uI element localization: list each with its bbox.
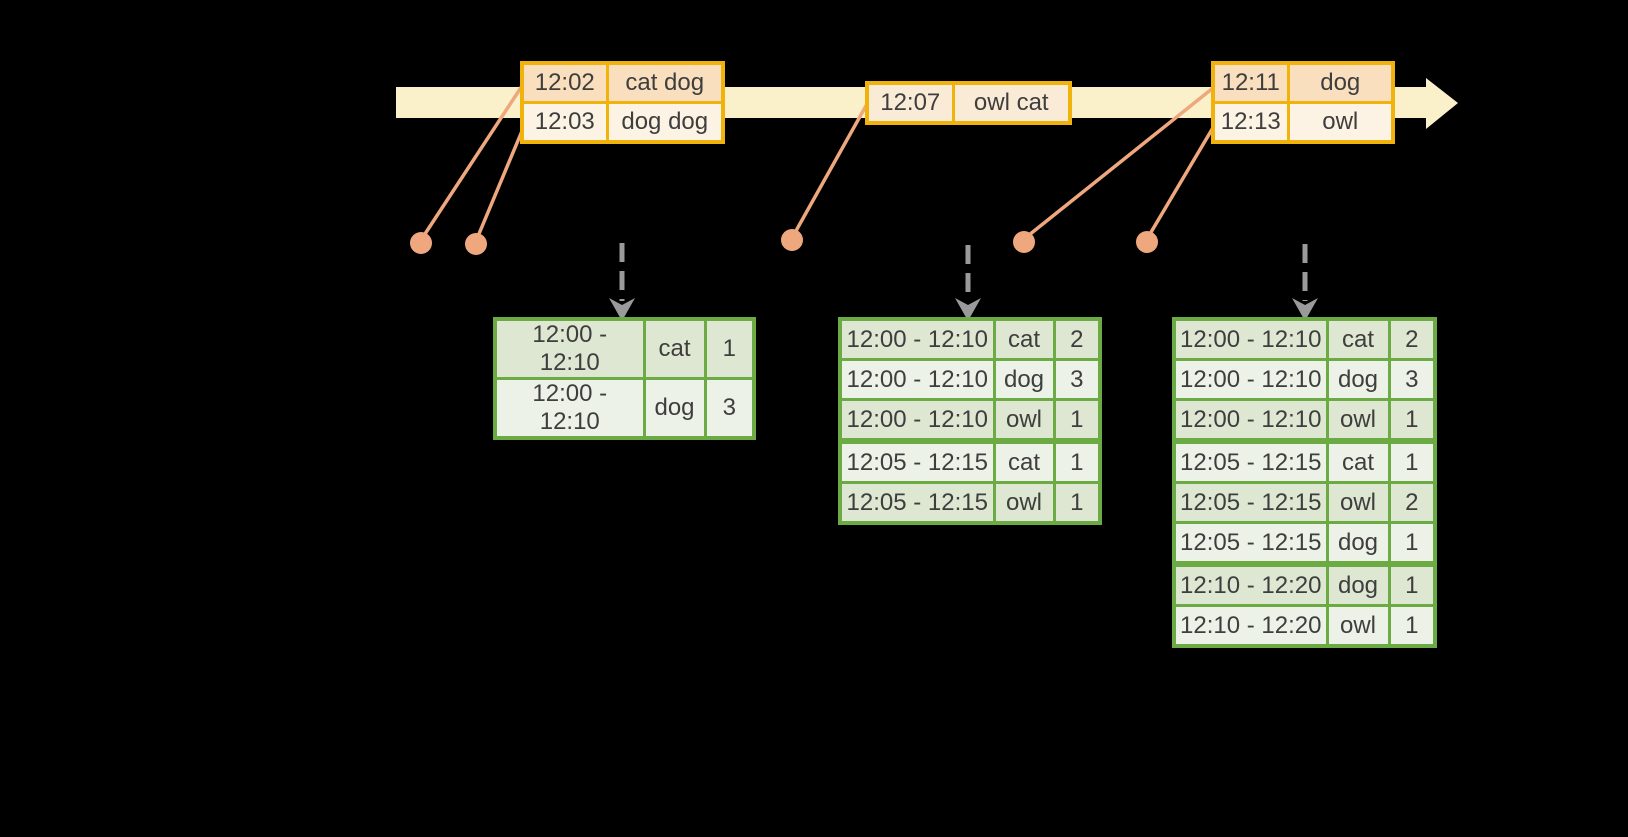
window-cell: 12:00 - 12:10 [1172, 358, 1329, 401]
window-cell: 12:00 - 12:10 [838, 317, 996, 361]
table-row: 12:07 owl cat [865, 81, 1072, 125]
event-words-cell: cat dog [605, 61, 725, 104]
table-row: 12:00 - 12:10 cat 1 [493, 317, 756, 380]
event-connector-line [1145, 125, 1216, 240]
count-cell: 1 [1052, 398, 1102, 443]
word-cell: owl [1325, 604, 1391, 648]
window-cell: 12:10 - 12:20 [1172, 561, 1329, 607]
window-cell: 12:00 - 12:10 [1172, 398, 1329, 443]
word-cell: cat [1325, 438, 1391, 484]
table-row: 12:05 - 12:15 cat 1 [838, 438, 1102, 484]
event-dot-icon [465, 233, 487, 255]
window-cell: 12:00 - 12:10 [838, 398, 996, 443]
table-row: 12:00 - 12:10 owl 1 [838, 398, 1102, 443]
table-row: 12:05 - 12:15 dog 1 [1172, 521, 1437, 566]
event-words-cell: dog dog [605, 101, 725, 144]
count-cell: 2 [1052, 317, 1102, 361]
count-cell: 1 [1052, 481, 1102, 525]
event-table-1211: 12:11 dog 12:13 owl [1211, 61, 1395, 144]
event-words-cell: owl [1286, 101, 1395, 144]
event-time-cell: 12:11 [1211, 61, 1290, 104]
word-cell: cat [992, 438, 1056, 484]
word-cell: owl [992, 398, 1056, 443]
table-row: 12:11 dog [1211, 61, 1395, 104]
event-dot-icon [1136, 231, 1158, 253]
count-cell: 3 [1052, 358, 1102, 401]
count-cell: 1 [1387, 561, 1437, 607]
table-row: 12:00 - 12:10 dog 3 [1172, 358, 1437, 401]
count-cell: 1 [1387, 604, 1437, 648]
table-row: 12:05 - 12:15 cat 1 [1172, 438, 1437, 484]
event-time-cell: 12:07 [865, 81, 955, 125]
table-row: 12:05 - 12:15 owl 2 [1172, 481, 1437, 524]
result-table-3: 12:00 - 12:10 cat 2 12:00 - 12:10 dog 3 … [1172, 317, 1437, 648]
table-row: 12:10 - 12:20 dog 1 [1172, 561, 1437, 607]
count-cell: 1 [1387, 438, 1437, 484]
window-cell: 12:05 - 12:15 [838, 481, 996, 525]
word-cell: owl [1325, 481, 1391, 524]
word-cell: owl [992, 481, 1056, 525]
window-cell: 12:00 - 12:10 [838, 358, 996, 401]
event-connector-line [474, 130, 524, 242]
event-connector-line [1022, 86, 1215, 241]
count-cell: 3 [703, 377, 756, 440]
table-row: 12:00 - 12:10 owl 1 [1172, 398, 1437, 443]
event-words-cell: dog [1286, 61, 1395, 104]
word-cell: owl [1325, 398, 1391, 443]
window-cell: 12:00 - 12:10 [493, 317, 646, 380]
table-row: 12:00 - 12:10 dog 3 [838, 358, 1102, 401]
count-cell: 2 [1387, 481, 1437, 524]
event-table-1202: 12:02 cat dog 12:03 dog dog [520, 61, 725, 144]
table-row: 12:00 - 12:10 dog 3 [493, 377, 756, 440]
table-row: 12:05 - 12:15 owl 1 [838, 481, 1102, 525]
window-cell: 12:05 - 12:15 [1172, 438, 1329, 484]
count-cell: 1 [1052, 438, 1102, 484]
event-words-cell: owl cat [951, 81, 1072, 125]
window-cell: 12:05 - 12:15 [1172, 481, 1329, 524]
word-cell: dog [1325, 561, 1391, 607]
table-row: 12:10 - 12:20 owl 1 [1172, 604, 1437, 648]
event-time-cell: 12:02 [520, 61, 609, 104]
trigger-arrowhead-icon [609, 298, 635, 321]
event-dot-icon [1013, 231, 1035, 253]
window-cell: 12:00 - 12:10 [1172, 317, 1329, 361]
event-connector-line [790, 103, 869, 239]
word-cell: dog [1325, 358, 1391, 401]
event-time-cell: 12:03 [520, 101, 609, 144]
count-cell: 1 [1387, 398, 1437, 443]
word-cell: cat [642, 317, 707, 380]
event-table-1207: 12:07 owl cat [865, 81, 1072, 125]
word-cell: cat [992, 317, 1056, 361]
event-connector-line [419, 85, 524, 241]
table-row: 12:02 cat dog [520, 61, 725, 104]
table-row: 12:03 dog dog [520, 101, 725, 144]
word-cell: dog [1325, 521, 1391, 566]
table-row: 12:00 - 12:10 cat 2 [838, 317, 1102, 361]
count-cell: 1 [703, 317, 756, 380]
event-time-cell: 12:13 [1211, 101, 1290, 144]
trigger-arrowhead-icon [1292, 298, 1318, 321]
window-cell: 12:00 - 12:10 [493, 377, 646, 440]
result-table-1: 12:00 - 12:10 cat 1 12:00 - 12:10 dog 3 [493, 317, 756, 440]
trigger-arrowhead-icon [955, 298, 981, 321]
window-cell: 12:05 - 12:15 [838, 438, 996, 484]
table-row: 12:00 - 12:10 cat 2 [1172, 317, 1437, 361]
result-table-2: 12:00 - 12:10 cat 2 12:00 - 12:10 dog 3 … [838, 317, 1102, 525]
word-cell: dog [642, 377, 707, 440]
window-cell: 12:10 - 12:20 [1172, 604, 1329, 648]
event-dot-icon [410, 232, 432, 254]
table-row: 12:13 owl [1211, 101, 1395, 144]
word-cell: dog [992, 358, 1056, 401]
count-cell: 2 [1387, 317, 1437, 361]
window-cell: 12:05 - 12:15 [1172, 521, 1329, 566]
count-cell: 3 [1387, 358, 1437, 401]
timeline-arrowhead-icon [1426, 78, 1458, 129]
event-dot-icon [781, 229, 803, 251]
word-cell: cat [1325, 317, 1391, 361]
count-cell: 1 [1387, 521, 1437, 566]
